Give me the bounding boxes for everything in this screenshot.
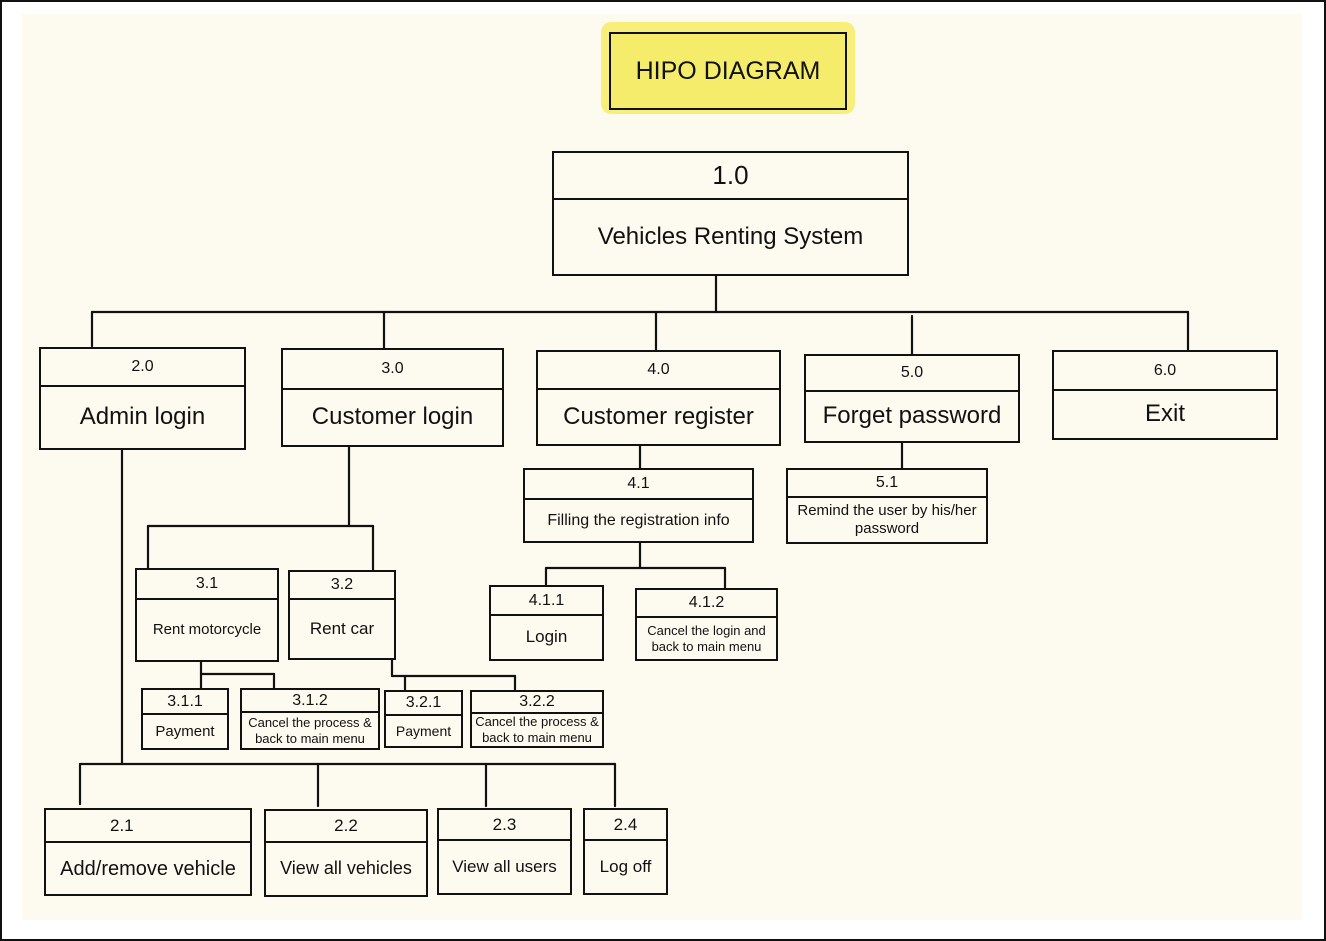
node-3-2-1: 3.2.1 Payment bbox=[384, 690, 463, 748]
node-label: Admin login bbox=[79, 403, 206, 431]
node-3-2: 3.2 Rent car bbox=[288, 570, 396, 660]
node-3-1-2: 3.1.2 Cancel the process & back to main … bbox=[240, 688, 380, 750]
node-4-1: 4.1 Filling the registration info bbox=[523, 468, 754, 543]
node-label: Cancel the process & back to main menu bbox=[248, 714, 372, 746]
node-label: Log off bbox=[599, 856, 652, 876]
node-label: Customer register bbox=[563, 402, 754, 430]
node-id: 3.1 bbox=[137, 570, 277, 600]
node-id: 2.3 bbox=[439, 810, 570, 841]
node-id: 4.1 bbox=[525, 470, 752, 500]
node-id: 2.2 bbox=[266, 811, 426, 843]
node-2-3: 2.3 View all users bbox=[437, 808, 572, 895]
node-label: Forget password bbox=[822, 402, 1002, 430]
node-6-0: 6.0 Exit bbox=[1052, 350, 1278, 440]
node-1-0: 1.0 Vehicles Renting System bbox=[552, 151, 909, 276]
diagram-canvas bbox=[22, 14, 1302, 920]
node-label: Add/remove vehicle bbox=[60, 857, 236, 880]
node-id: 3.0 bbox=[283, 350, 502, 390]
node-id: 4.1.1 bbox=[491, 587, 602, 616]
node-label: Payment bbox=[395, 722, 452, 739]
node-5-0: 5.0 Forget password bbox=[804, 354, 1020, 443]
node-label: Remind the user by his/her password bbox=[797, 502, 977, 537]
node-id: 5.1 bbox=[788, 470, 986, 498]
node-label: Filling the registration info bbox=[547, 511, 730, 529]
node-label: Cancel the login and back to main menu bbox=[647, 622, 766, 654]
node-id: 2.0 bbox=[41, 349, 244, 387]
node-id: 1.0 bbox=[554, 153, 907, 200]
node-label: Customer login bbox=[311, 403, 474, 431]
node-3-1: 3.1 Rent motorcycle bbox=[135, 568, 279, 662]
node-id: 3.2.2 bbox=[472, 692, 602, 714]
node-2-1: 2.1 Add/remove vehicle bbox=[44, 808, 252, 896]
node-4-1-1: 4.1.1 Login bbox=[489, 585, 604, 661]
node-id: 5.0 bbox=[806, 356, 1018, 392]
node-label: Login bbox=[525, 627, 568, 647]
node-id: 2.1 bbox=[46, 810, 250, 843]
diagram-title: HIPO DIAGRAM bbox=[609, 32, 847, 110]
node-id: 3.1.1 bbox=[143, 690, 227, 715]
node-3-1-1: 3.1.1 Payment bbox=[141, 688, 229, 750]
node-id: 2.4 bbox=[585, 810, 666, 841]
node-label: View all vehicles bbox=[280, 858, 412, 879]
node-id: 4.0 bbox=[538, 352, 779, 390]
node-2-2: 2.2 View all vehicles bbox=[264, 809, 428, 897]
node-2-4: 2.4 Log off bbox=[583, 808, 668, 895]
node-label: Rent car bbox=[309, 618, 375, 638]
node-4-1-2: 4.1.2 Cancel the login and back to main … bbox=[635, 588, 778, 661]
node-id: 4.1.2 bbox=[637, 590, 776, 618]
node-2-0: 2.0 Admin login bbox=[39, 347, 246, 450]
node-5-1: 5.1 Remind the user by his/her password bbox=[786, 468, 988, 544]
node-id: 3.2 bbox=[290, 572, 394, 600]
node-label: Cancel the process & back to main menu bbox=[475, 714, 599, 745]
node-4-0: 4.0 Customer register bbox=[536, 350, 781, 446]
node-id: 3.1.2 bbox=[242, 690, 378, 713]
node-label: View all users bbox=[452, 856, 557, 876]
node-label: Rent motorcycle bbox=[152, 621, 262, 638]
node-label: Exit bbox=[1144, 400, 1185, 428]
node-label: Vehicles Renting System bbox=[597, 222, 864, 250]
node-label: Payment bbox=[155, 722, 215, 740]
node-id: 3.2.1 bbox=[386, 692, 461, 716]
node-3-0: 3.0 Customer login bbox=[281, 348, 504, 447]
node-3-2-2: 3.2.2 Cancel the process & back to main … bbox=[470, 690, 604, 748]
node-id: 6.0 bbox=[1054, 352, 1276, 391]
